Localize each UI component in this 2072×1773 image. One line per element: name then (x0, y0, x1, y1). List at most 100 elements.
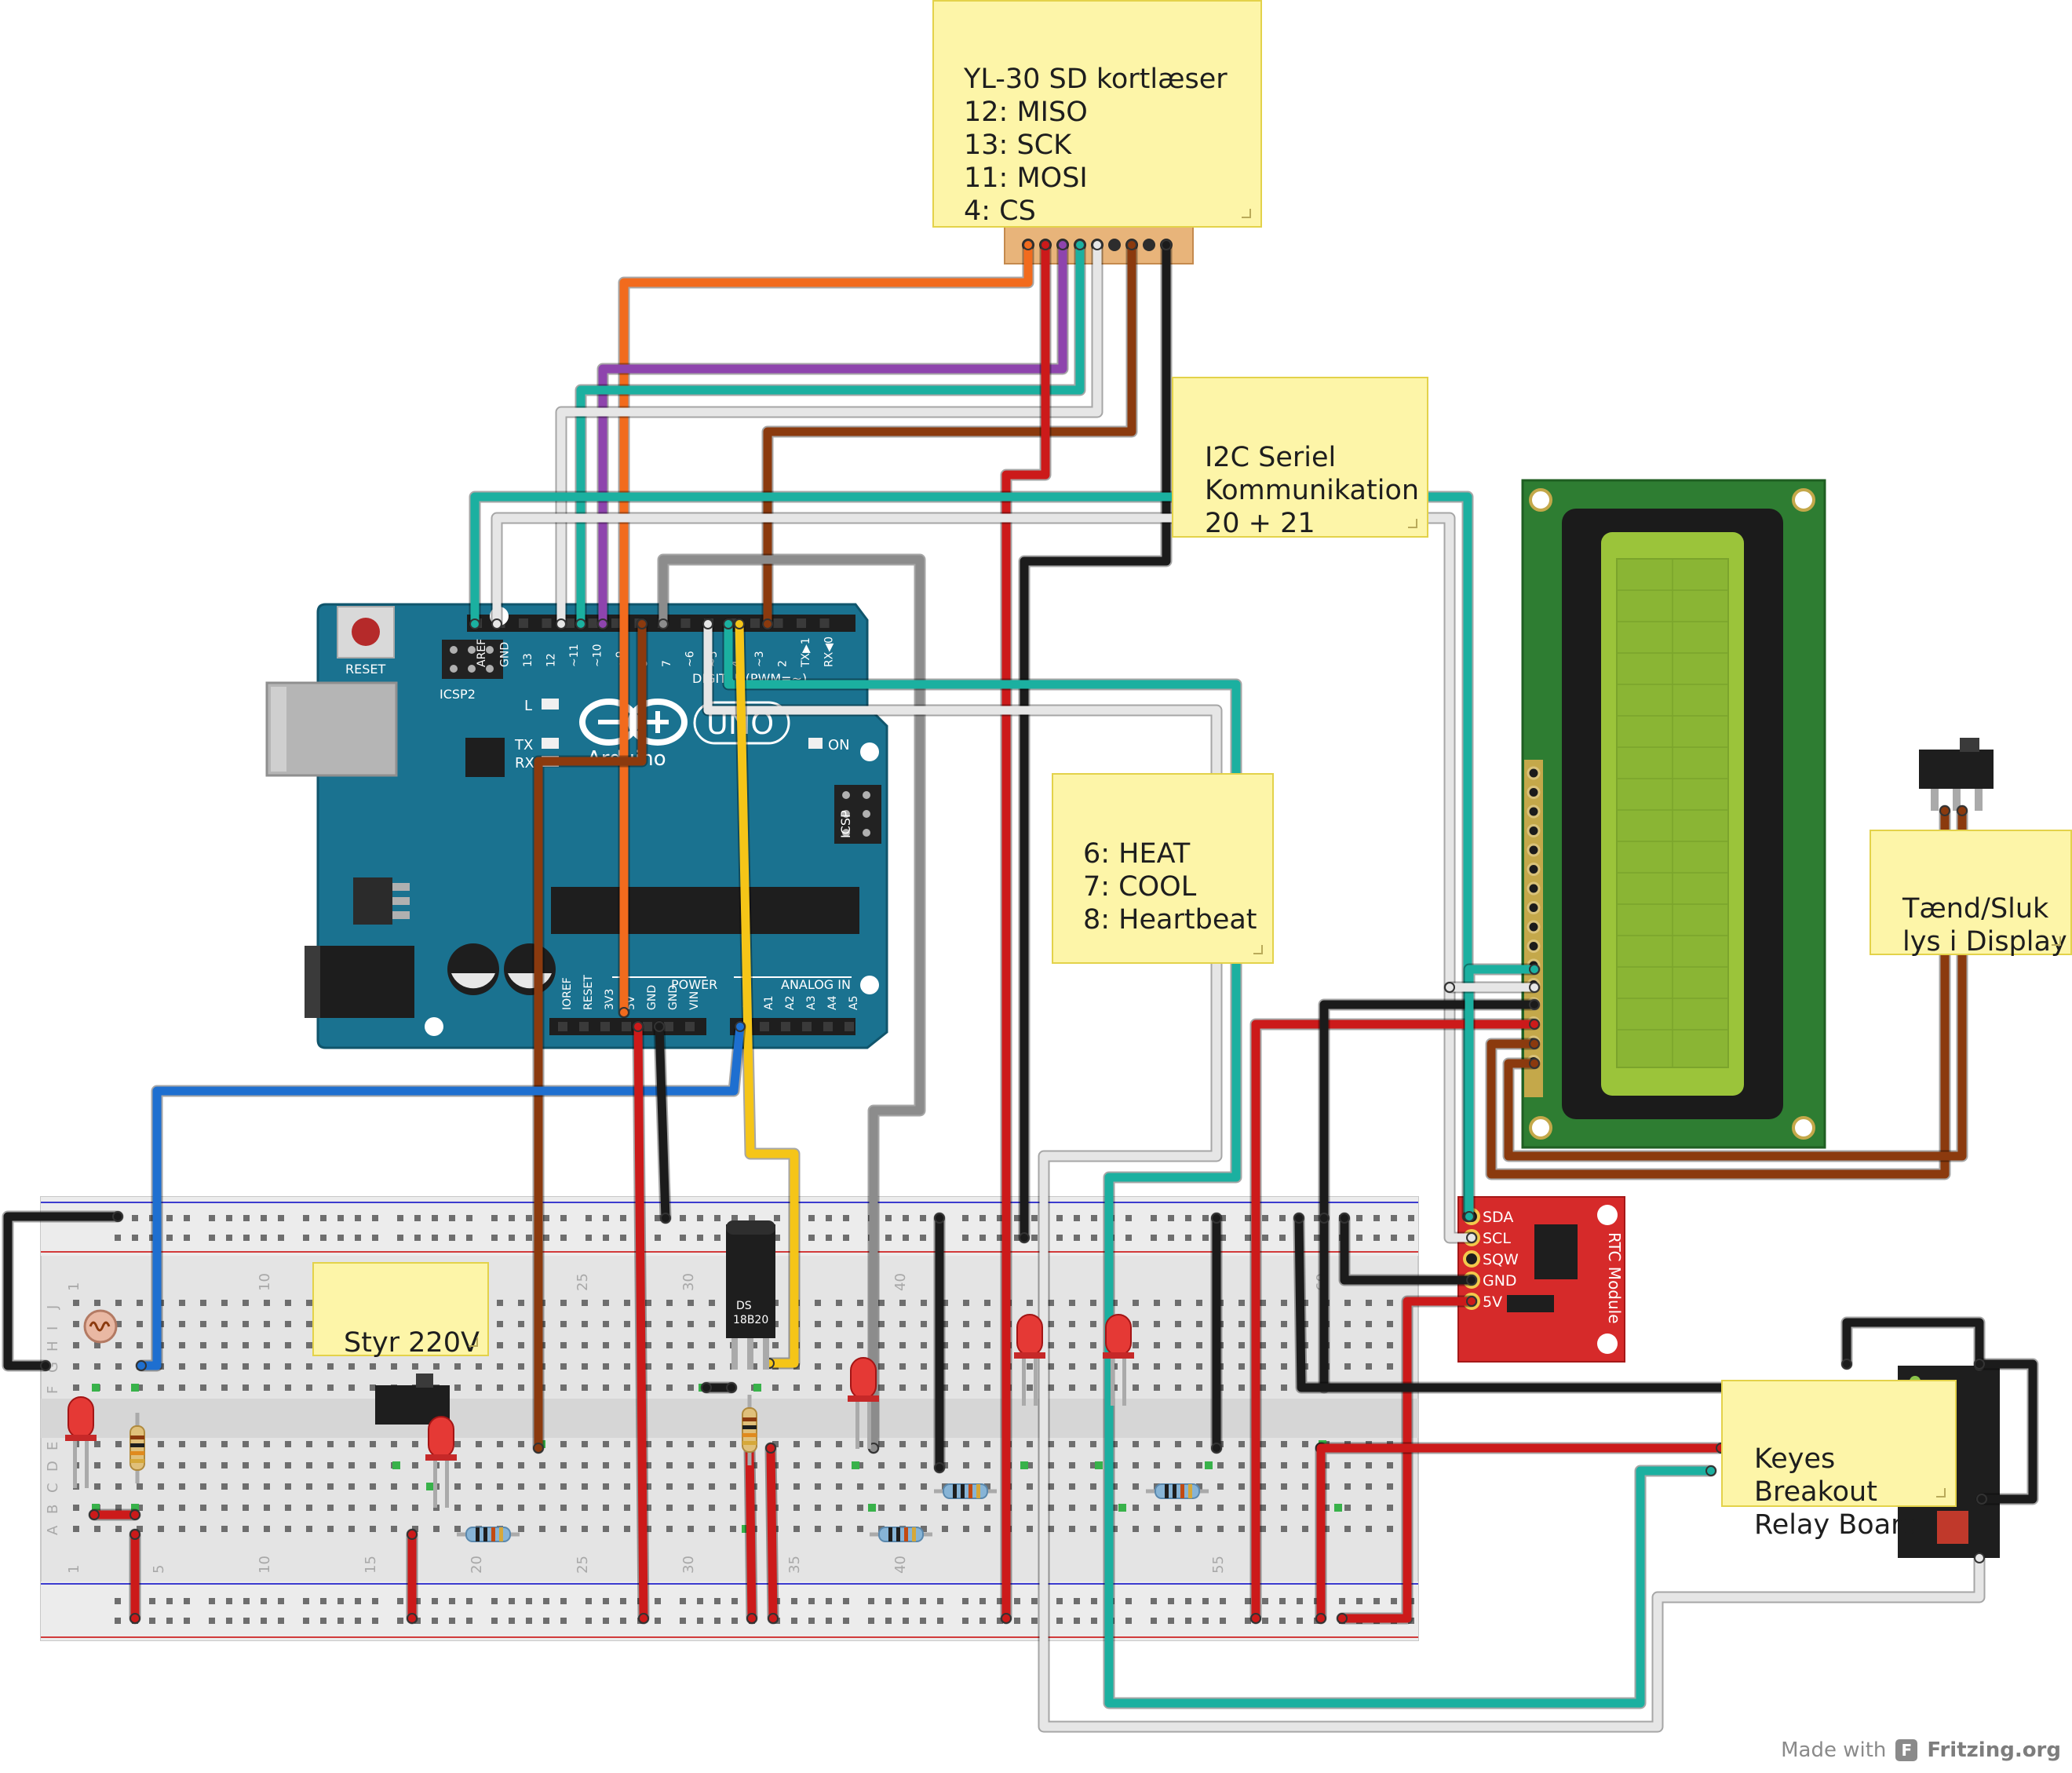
wire-end (1529, 982, 1540, 993)
bb-hole (1260, 1363, 1266, 1370)
bb-hole (179, 1462, 185, 1468)
bb-rail-hole (184, 1235, 190, 1241)
digital-pin-label: ~3 (753, 651, 766, 667)
power-pin-label: RESET (582, 975, 595, 1010)
bb-hole (1366, 1505, 1372, 1511)
bb-rail-hole (397, 1215, 403, 1221)
bb-hole (1090, 1462, 1096, 1468)
wire-end (40, 1360, 51, 1371)
wire-gray-heartbeat (658, 555, 925, 1453)
bb-hole (1027, 1483, 1033, 1490)
bb-hole (1048, 1363, 1054, 1370)
bb-hole (1281, 1526, 1287, 1532)
bb-rail-hole (355, 1598, 361, 1604)
bb-hole (1387, 1483, 1393, 1490)
bb-hole (221, 1441, 228, 1447)
bb-rail-hole (1014, 1598, 1020, 1604)
bb-rail-hole (432, 1235, 438, 1241)
bb-hole (857, 1505, 863, 1511)
bb-hole (539, 1462, 545, 1468)
bb-hole (1027, 1526, 1033, 1532)
bb-rail-hole (1074, 1215, 1080, 1221)
styr-note: Styr 220V (312, 1262, 489, 1359)
bb-hole (115, 1526, 122, 1532)
bb-rail-hole (714, 1215, 720, 1221)
bb-rail-hole (320, 1598, 326, 1604)
bb-rail-hole (585, 1598, 592, 1604)
bb-hole (709, 1483, 715, 1490)
bb-hole (899, 1321, 906, 1327)
bb-hole (1238, 1300, 1245, 1306)
bb-hole (200, 1483, 206, 1490)
bb-hole (306, 1300, 312, 1306)
bb-rail-hole (774, 1235, 780, 1241)
bb-hole (158, 1505, 164, 1511)
bb-connected-hole (1020, 1461, 1028, 1469)
bb-hole (1344, 1321, 1351, 1327)
bb-bottom-number: 20 (469, 1556, 485, 1574)
sd-card-note: YL-30 SD kortlæser 12: MISO 13: SCK 11: … (932, 0, 1262, 228)
bb-hole (984, 1321, 990, 1327)
bb-hole (645, 1505, 651, 1511)
bb-rail-hole (149, 1618, 155, 1624)
wire-end (1705, 1465, 1716, 1476)
bb-hole (1048, 1342, 1054, 1348)
bb-hole (645, 1526, 651, 1532)
bb-hole (1133, 1483, 1139, 1490)
analog-label: ANALOG IN (781, 977, 851, 992)
bb-hole (1217, 1526, 1224, 1532)
bb-hole (1027, 1384, 1033, 1391)
bb-rail-hole (543, 1215, 549, 1221)
on-label: ON (828, 737, 850, 753)
bb-rail-hole (1220, 1235, 1226, 1241)
bb-hole (1048, 1300, 1054, 1306)
bb-hole (94, 1363, 100, 1370)
bb-rail-hole (372, 1618, 378, 1624)
bb-hole (921, 1505, 927, 1511)
wire-end (701, 1382, 712, 1393)
wire-end (702, 618, 713, 629)
bb-hole (1154, 1342, 1160, 1348)
bb-hole (327, 1441, 334, 1447)
bb-hole (709, 1526, 715, 1532)
lcd-pin (1527, 939, 1541, 953)
bb-hole (1048, 1321, 1054, 1327)
bb-rail-hole (303, 1215, 309, 1221)
bb-hole (1133, 1300, 1139, 1306)
bb-hole (1366, 1342, 1372, 1348)
bb-rail-hole (1373, 1215, 1380, 1221)
resistor-switch-led (465, 1527, 511, 1542)
bb-hole (518, 1462, 524, 1468)
analog-pin-label: A3 (805, 996, 818, 1010)
bb-hole (963, 1363, 969, 1370)
bb-bottom-number: 30 (680, 1556, 697, 1574)
bb-rail-hole (731, 1598, 738, 1604)
bb-hole (1260, 1300, 1266, 1306)
bb-hole (582, 1384, 588, 1391)
bb-rail-hole (697, 1618, 703, 1624)
bb-hole (857, 1441, 863, 1447)
bb-rail-hole (962, 1618, 969, 1624)
bb-hole (1281, 1505, 1287, 1511)
bb-hole (1238, 1505, 1245, 1511)
display-light-switch[interactable] (1919, 738, 1994, 811)
bb-rail-hole (1339, 1598, 1345, 1604)
power-jack (305, 946, 414, 1018)
bb-hole (1154, 1505, 1160, 1511)
bb-rail-hole (337, 1618, 344, 1624)
bb-rail-hole (466, 1598, 472, 1604)
wire-end (1529, 1019, 1540, 1030)
bb-connected-hole (753, 1384, 761, 1392)
bb-hole (94, 1342, 100, 1348)
bb-hole (1048, 1505, 1054, 1511)
wire-end (533, 1443, 544, 1454)
digital-pin-label: ~10 (592, 644, 604, 667)
bb-hole (1238, 1363, 1245, 1370)
bb-rail-hole (543, 1235, 549, 1241)
bb-hole (921, 1441, 927, 1447)
wire-brown-led (534, 619, 647, 1453)
bb-rail-hole (278, 1618, 284, 1624)
lcd-pin (1527, 804, 1541, 819)
bb-hole (1154, 1300, 1160, 1306)
bb-rail-hole (1279, 1215, 1286, 1221)
